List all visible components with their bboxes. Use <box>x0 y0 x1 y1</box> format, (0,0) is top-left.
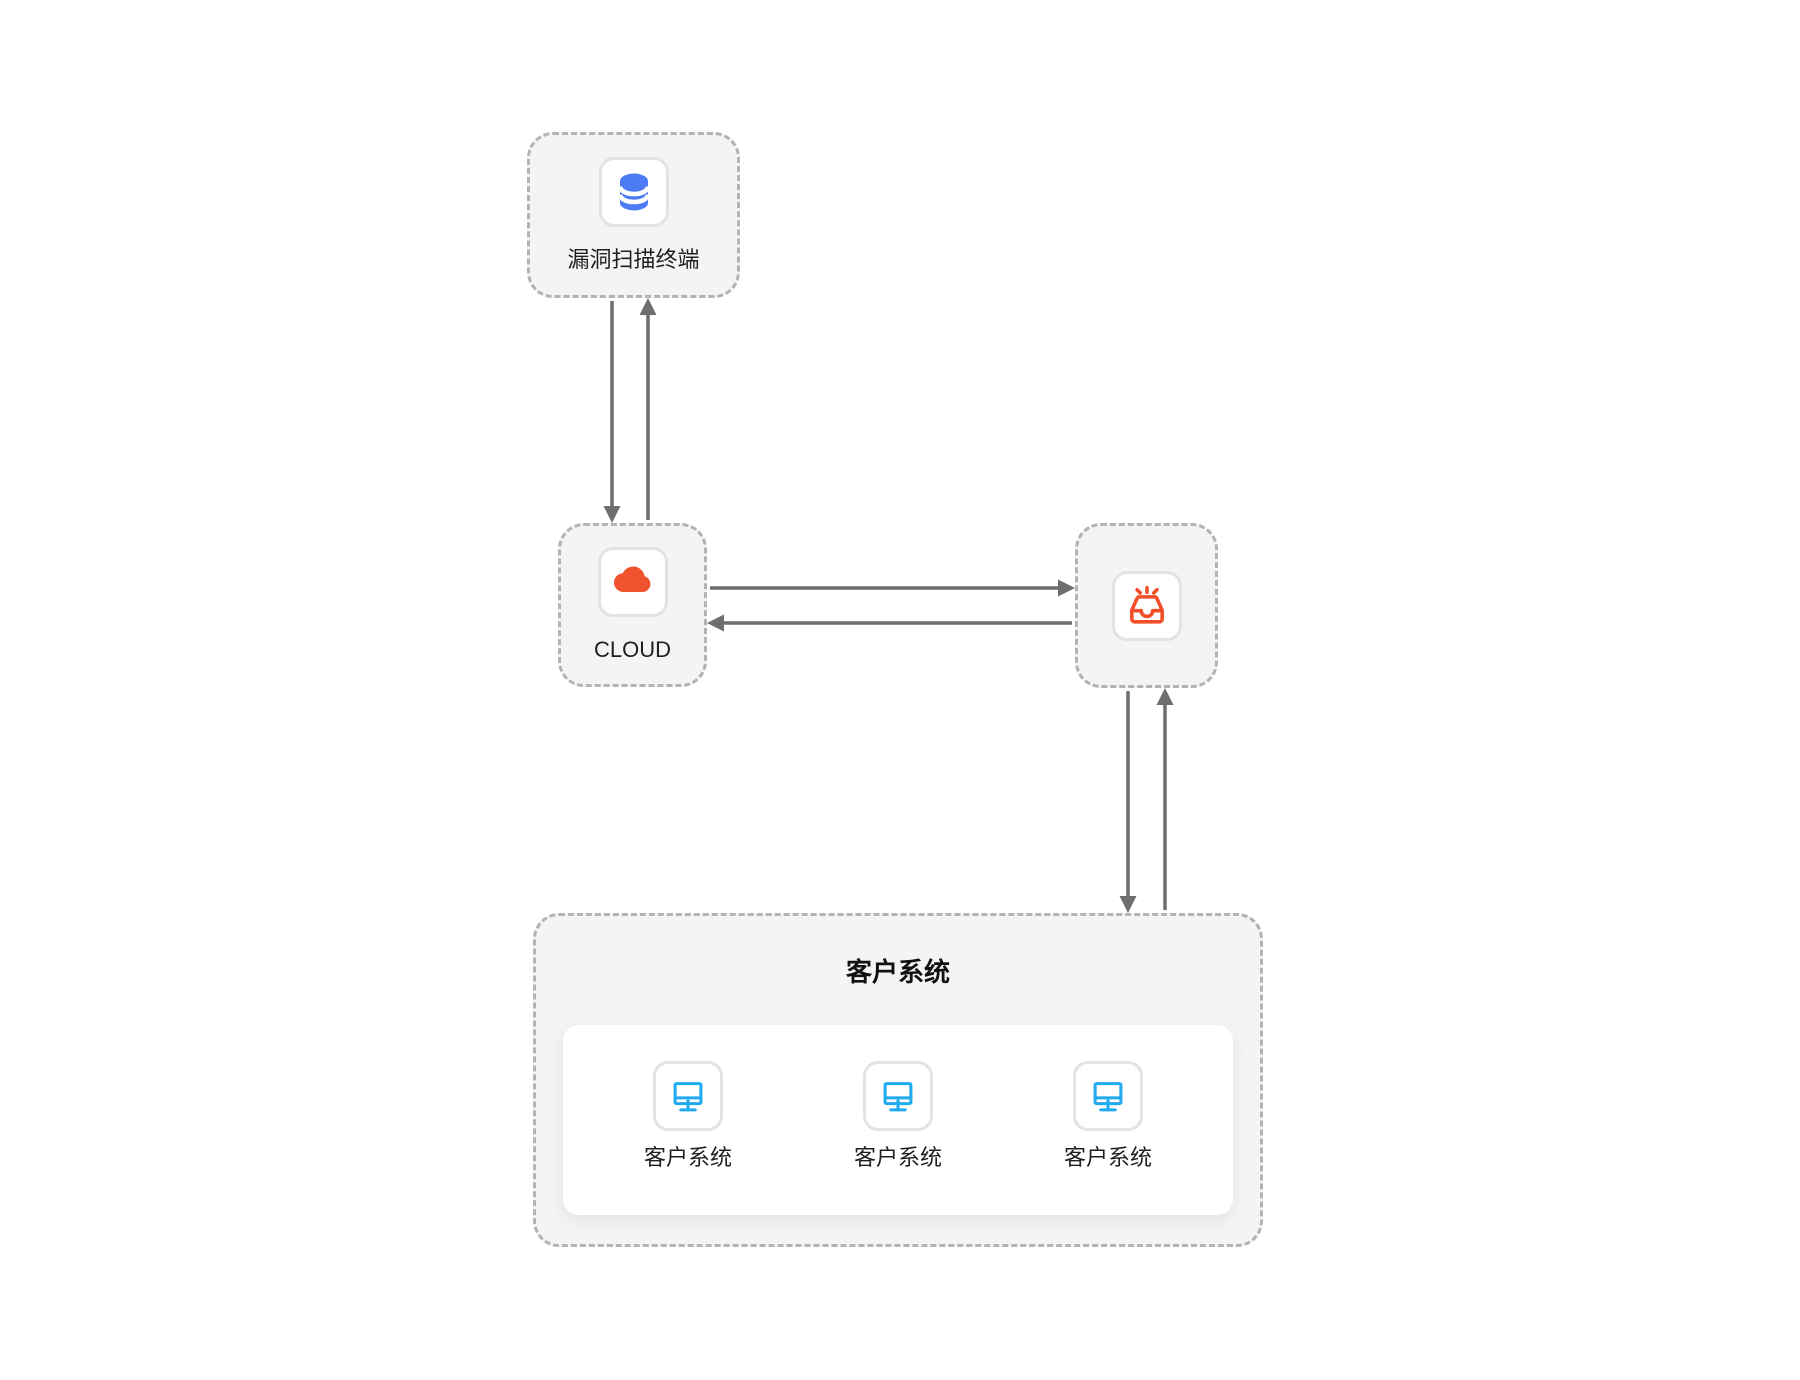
node-label: 客户系统 <box>1063 1145 1152 1170</box>
icon-box <box>653 1061 723 1131</box>
cloud-icon <box>613 566 650 592</box>
icon-box <box>863 1061 933 1131</box>
icon-box <box>1111 570 1182 641</box>
group-title: 客户系统 <box>845 957 950 987</box>
node-label: 漏洞扫描终端 <box>567 246 700 272</box>
edge-scanner-to-cloud <box>603 301 621 523</box>
customer-systems-card: 客户系统 客户系统 <box>563 1025 1233 1215</box>
group-customer-systems: 客户系统 客户系统 <box>533 913 1263 1247</box>
node-scanner: 漏洞扫描终端 <box>527 132 740 298</box>
icon-box <box>1073 1061 1143 1131</box>
node-label: 客户系统 <box>853 1145 942 1170</box>
customer-system-node: 客户系统 <box>848 1061 948 1171</box>
monitor-icon <box>883 1082 913 1112</box>
edge-inbox-to-cloud <box>707 614 1072 632</box>
customer-system-node: 客户系统 <box>638 1061 738 1171</box>
node-inbox <box>1075 523 1218 688</box>
monitor-icon <box>1093 1082 1123 1112</box>
edge-cloud-to-inbox <box>710 579 1075 597</box>
edge-inbox-to-customer-group <box>1119 691 1137 913</box>
monitor-icon <box>673 1082 703 1112</box>
node-cloud: CLOUD <box>558 523 707 687</box>
icon-box <box>597 546 668 617</box>
edge-customer-group-to-inbox <box>1156 688 1174 910</box>
inbox-icon <box>1129 585 1164 624</box>
icon-box <box>598 156 669 227</box>
node-label: CLOUD <box>593 636 671 662</box>
edge-cloud-to-scanner <box>639 298 657 520</box>
database-icon <box>617 173 650 211</box>
node-label: 客户系统 <box>643 1145 732 1170</box>
customer-system-node: 客户系统 <box>1058 1061 1158 1171</box>
